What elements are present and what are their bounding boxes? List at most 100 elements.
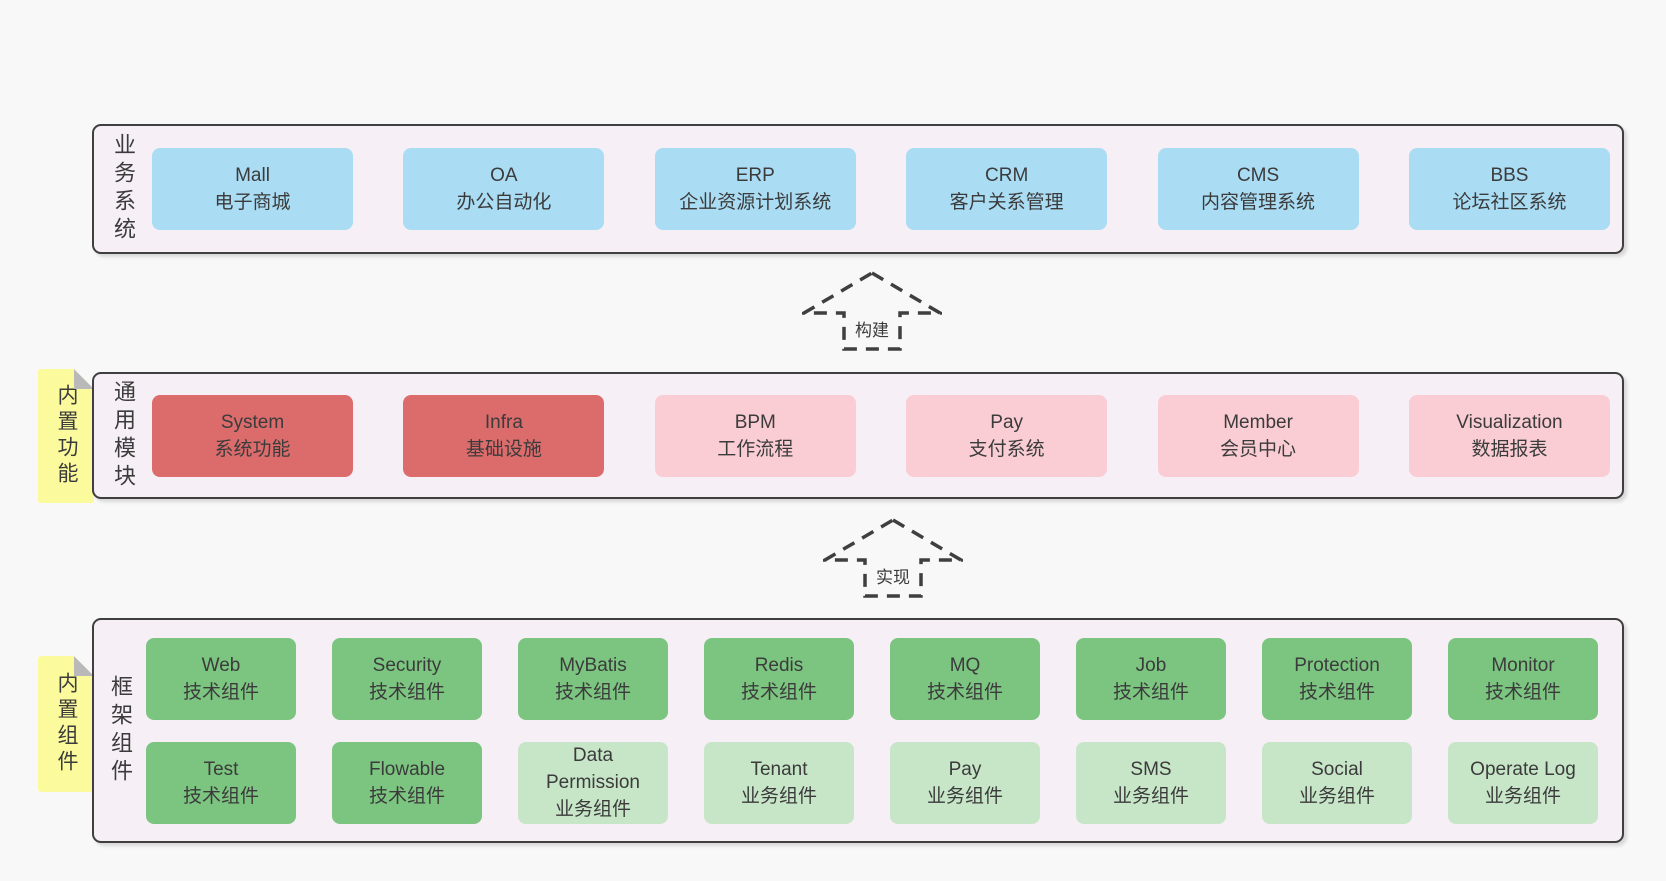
tech-components-row: Web 技术组件 Security 技术组件 MyBatis 技术组件 Redi… <box>146 637 1598 720</box>
box-name: Social <box>1311 758 1363 780</box>
box-name: MQ <box>949 654 981 676</box>
box-visualization: Visualization 数据报表 <box>1408 394 1610 477</box>
box-name: System <box>220 411 285 433</box>
arrow-implement-label: 实现 <box>876 568 910 587</box>
common-modules-row: System 系统功能 Infra 基础设施 BPM 工作流程 Pay 支付系统… <box>152 394 1610 477</box>
box-protection: Protection 技术组件 <box>1262 637 1412 720</box>
box-subtitle: 技术组件 <box>368 785 445 807</box>
box-web: Web 技术组件 <box>146 637 296 720</box>
box-bpm: BPM 工作流程 <box>654 394 856 477</box>
box-subtitle: 工作流程 <box>717 438 794 460</box>
box-name: SMS <box>1130 758 1172 780</box>
box-subtitle: 支付系统 <box>968 438 1045 460</box>
box-name: Flowable <box>368 758 446 780</box>
note-fold-icon <box>74 656 94 676</box>
business-systems-row: Mall 电子商城 OA 办公自动化 ERP 企业资源计划系统 CRM 客户关系… <box>152 148 1610 230</box>
box-tenant: Tenant 业务组件 <box>704 741 854 824</box>
dashed-up-arrow-icon <box>823 518 963 598</box>
box-subtitle: 技术组件 <box>182 681 259 703</box>
box-social: Social 业务组件 <box>1262 741 1412 824</box>
box-name: BPM <box>734 411 776 433</box>
box-name: Visualization <box>1456 411 1563 433</box>
box-subtitle: 业务组件 <box>1298 785 1375 807</box>
box-infra: Infra 基础设施 <box>403 394 605 477</box>
box-subtitle: 技术组件 <box>368 681 445 703</box>
box-subtitle: 业务组件 <box>740 785 817 807</box>
layer-framework-components: 框架组件 Web 技术组件 Security 技术组件 MyBatis 技术组件… <box>92 618 1624 843</box>
box-name: Web <box>201 654 241 676</box>
box-subtitle: 技术组件 <box>1484 681 1561 703</box>
box-name: Redis <box>754 654 804 676</box>
dashed-up-arrow-icon <box>802 271 942 351</box>
box-monitor: Monitor 技术组件 <box>1448 637 1598 720</box>
box-subtitle: 业务组件 <box>926 785 1003 807</box>
box-oa: OA 办公自动化 <box>403 148 605 230</box>
box-name: Member <box>1223 411 1293 433</box>
box-operate-log: Operate Log 业务组件 <box>1448 741 1598 824</box>
box-pay-system: Pay 支付系统 <box>906 394 1108 477</box>
box-erp: ERP 企业资源计划系统 <box>654 148 856 230</box>
box-name: Data Permission <box>546 745 640 793</box>
box-name: Infra <box>484 411 523 433</box>
sticky-note-text: 内置组件 <box>55 672 78 776</box>
arrow-build-icon: 构建 <box>802 271 942 351</box>
box-flowable: Flowable 技术组件 <box>332 741 482 824</box>
box-subtitle: 论坛社区系统 <box>1452 192 1567 213</box>
sticky-note-built-in-components: 内置组件 <box>38 656 94 792</box>
arrow-implement-icon: 实现 <box>823 518 963 598</box>
box-name: CRM <box>985 165 1029 186</box>
sticky-note-text: 内置功能 <box>55 384 78 488</box>
box-subtitle: 办公自动化 <box>456 192 552 213</box>
layer-business-systems: 业务系统 Mall 电子商城 OA 办公自动化 ERP 企业资源计划系统 CRM… <box>92 124 1624 254</box>
box-name: Operate Log <box>1470 758 1576 780</box>
arrow-build-label: 构建 <box>855 321 889 340</box>
box-subtitle: 系统功能 <box>214 438 291 460</box>
box-mq: MQ 技术组件 <box>890 637 1040 720</box>
box-subtitle: 数据报表 <box>1471 438 1548 460</box>
layer-title: 框架组件 <box>108 674 133 787</box>
box-bbs: BBS 论坛社区系统 <box>1408 148 1610 230</box>
box-name: CMS <box>1236 165 1280 186</box>
box-name: Pay <box>948 758 982 780</box>
layer-title: 通用模块 <box>111 379 136 492</box>
box-name: MyBatis <box>559 654 627 676</box>
box-subtitle: 企业资源计划系统 <box>679 192 832 213</box>
box-name: Pay <box>990 411 1024 433</box>
box-name: Test <box>203 758 239 780</box>
box-subtitle: 电子商城 <box>214 192 291 213</box>
box-pay-component: Pay 业务组件 <box>890 741 1040 824</box>
box-name: Protection <box>1294 654 1380 676</box>
box-security: Security 技术组件 <box>332 637 482 720</box>
box-name: BBS <box>1490 165 1529 186</box>
box-subtitle: 客户关系管理 <box>949 192 1064 213</box>
box-subtitle: 技术组件 <box>1112 681 1189 703</box>
box-name: ERP <box>735 165 775 186</box>
box-subtitle: 业务组件 <box>1112 785 1189 807</box>
layer-common-modules: 通用模块 System 系统功能 Infra 基础设施 BPM 工作流程 Pay… <box>92 372 1624 499</box>
box-sms: SMS 业务组件 <box>1076 741 1226 824</box>
box-subtitle: 技术组件 <box>182 785 259 807</box>
box-name: Tenant <box>750 758 808 780</box>
box-name: Monitor <box>1491 654 1555 676</box>
box-cms: CMS 内容管理系统 <box>1157 148 1359 230</box>
box-subtitle: 基础设施 <box>465 438 542 460</box>
box-mall: Mall 电子商城 <box>152 148 353 230</box>
box-subtitle: 技术组件 <box>554 681 631 703</box>
box-subtitle: 业务组件 <box>554 799 631 820</box>
box-name: OA <box>490 165 518 186</box>
box-member: Member 会员中心 <box>1157 394 1359 477</box>
box-subtitle: 内容管理系统 <box>1201 192 1316 213</box>
box-mybatis: MyBatis 技术组件 <box>518 637 668 720</box>
box-subtitle: 技术组件 <box>740 681 817 703</box>
box-subtitle: 会员中心 <box>1220 438 1297 460</box>
box-name: Mall <box>235 165 270 186</box>
box-subtitle: 业务组件 <box>1484 785 1561 807</box>
box-subtitle: 技术组件 <box>926 681 1003 703</box>
box-data-permission: Data Permission 业务组件 <box>518 741 668 824</box>
note-fold-icon <box>74 369 94 389</box>
biz-components-row: Test 技术组件 Flowable 技术组件 Data Permission … <box>146 741 1598 824</box>
sticky-note-built-in-features: 内置功能 <box>38 369 94 503</box>
box-redis: Redis 技术组件 <box>704 637 854 720</box>
box-test: Test 技术组件 <box>146 741 296 824</box>
